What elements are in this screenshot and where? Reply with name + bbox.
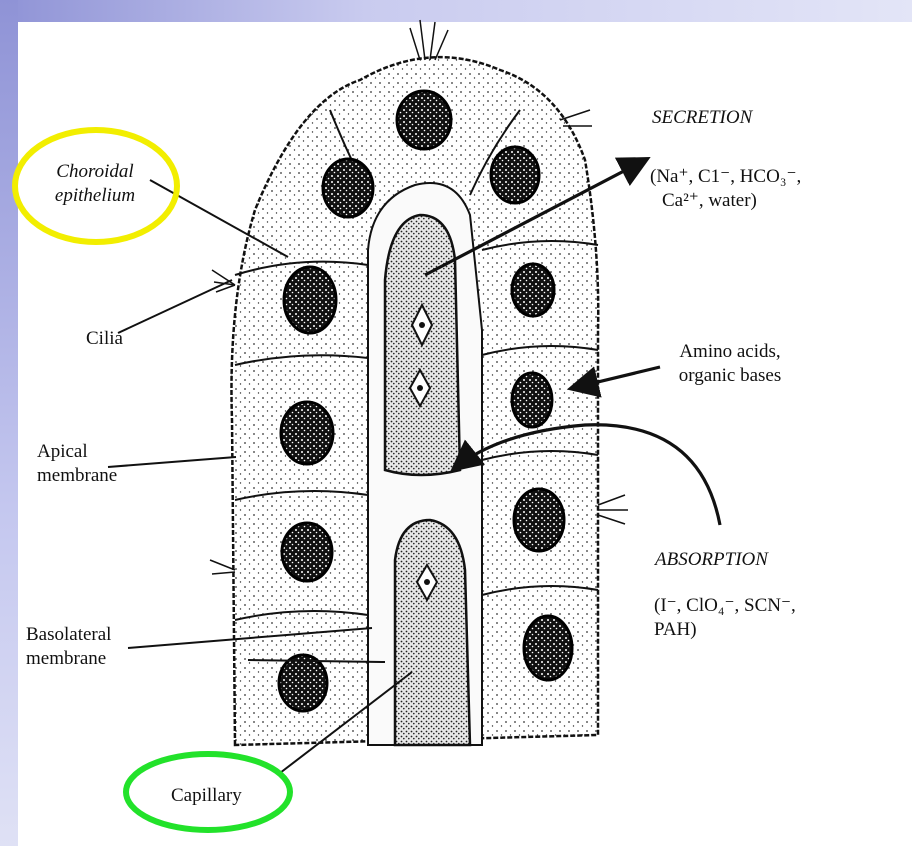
basolateral-membrane-label-line2: membrane <box>26 647 111 671</box>
absorption-ions-line2: PAH) <box>654 618 796 642</box>
secretion-ions-line1: (Na⁺, C1⁻, HCO₃⁻, <box>650 165 801 189</box>
capillary-label: Capillary <box>171 784 242 808</box>
apical-membrane-label: Apical membrane <box>37 440 117 488</box>
choroidal-epithelium-label-line1: Choroidal <box>40 160 150 184</box>
choroidal-epithelium-label: Choroidal epithelium <box>40 160 150 208</box>
secretion-ions: (Na⁺, C1⁻, HCO₃⁻, Ca²⁺, water) <box>650 165 801 213</box>
secretion-title: SECRETION <box>652 106 752 130</box>
absorption-title: ABSORPTION <box>655 548 768 572</box>
apical-membrane-label-line2: membrane <box>37 464 117 488</box>
secretion-ions-line2: Ca²⁺, water) <box>650 189 801 213</box>
amino-acids-label-line2: organic bases <box>660 364 800 388</box>
amino-acids-label: Amino acids, organic bases <box>660 340 800 388</box>
lower-capillary <box>395 520 470 745</box>
apical-membrane-label-line1: Apical <box>37 440 117 464</box>
amino-acids-label-line1: Amino acids, <box>660 340 800 364</box>
choroidal-epithelium-label-line2: epithelium <box>40 184 150 208</box>
cilia-label: Cilia <box>86 327 123 351</box>
basolateral-membrane-label-line1: Basolateral <box>26 623 111 647</box>
absorption-ions-line1: (I⁻, ClO₄⁻, SCN⁻, <box>654 594 796 618</box>
absorption-ions: (I⁻, ClO₄⁻, SCN⁻, PAH) <box>654 594 796 642</box>
basolateral-membrane-label: Basolateral membrane <box>26 623 111 671</box>
